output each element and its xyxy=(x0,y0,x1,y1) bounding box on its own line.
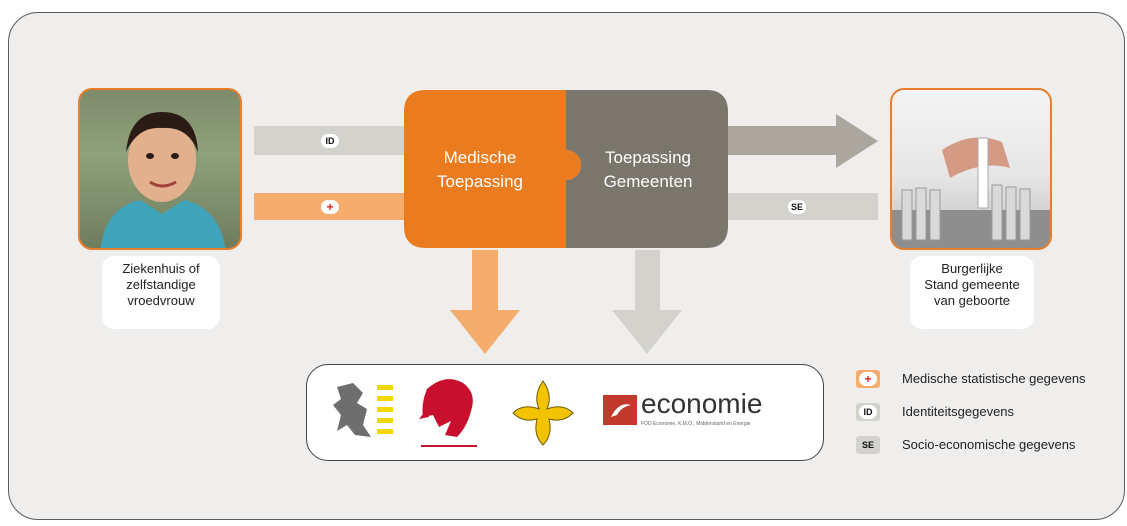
economie-logo xyxy=(603,395,637,425)
midwife-photo xyxy=(78,88,242,250)
puzzle-right-piece xyxy=(566,90,728,248)
file-cabinet-illustration xyxy=(892,137,1050,248)
economie-subtext: FOD Economie, K.M.O., Middenstand en Ene… xyxy=(641,421,751,427)
legend-label-identity: Identiteitsgegevens xyxy=(902,404,1015,419)
legend-swatch-socio xyxy=(856,436,880,454)
id-badge: ID xyxy=(321,134,339,148)
medical-down-arrow xyxy=(450,250,520,354)
puzzle-left-piece xyxy=(404,90,581,248)
civil-registry-photo xyxy=(890,88,1052,250)
economie-wordmark: economie xyxy=(641,388,763,419)
flemish-lion-logo xyxy=(333,383,393,437)
brussels-iris-logo xyxy=(512,380,574,446)
medical-plus-icon: + xyxy=(859,372,877,386)
person-illustration xyxy=(100,112,226,248)
government-logos-box: economie FOD Economie, K.M.O., Middensta… xyxy=(306,364,824,461)
id-icon: ID xyxy=(859,405,877,419)
se-icon: SE xyxy=(861,440,874,450)
walloon-rooster-logo xyxy=(419,379,477,447)
se-badge: SE xyxy=(788,200,806,214)
legend-label-socio: Socio-economische gegevens xyxy=(902,437,1076,452)
logos-graphics xyxy=(333,379,637,447)
legend-label-medical: Medische statistische gegevens xyxy=(902,371,1086,386)
id-arrow-right-segment xyxy=(726,114,878,168)
municipal-down-arrow xyxy=(612,250,682,354)
medical-plus-badge: + xyxy=(321,200,339,214)
